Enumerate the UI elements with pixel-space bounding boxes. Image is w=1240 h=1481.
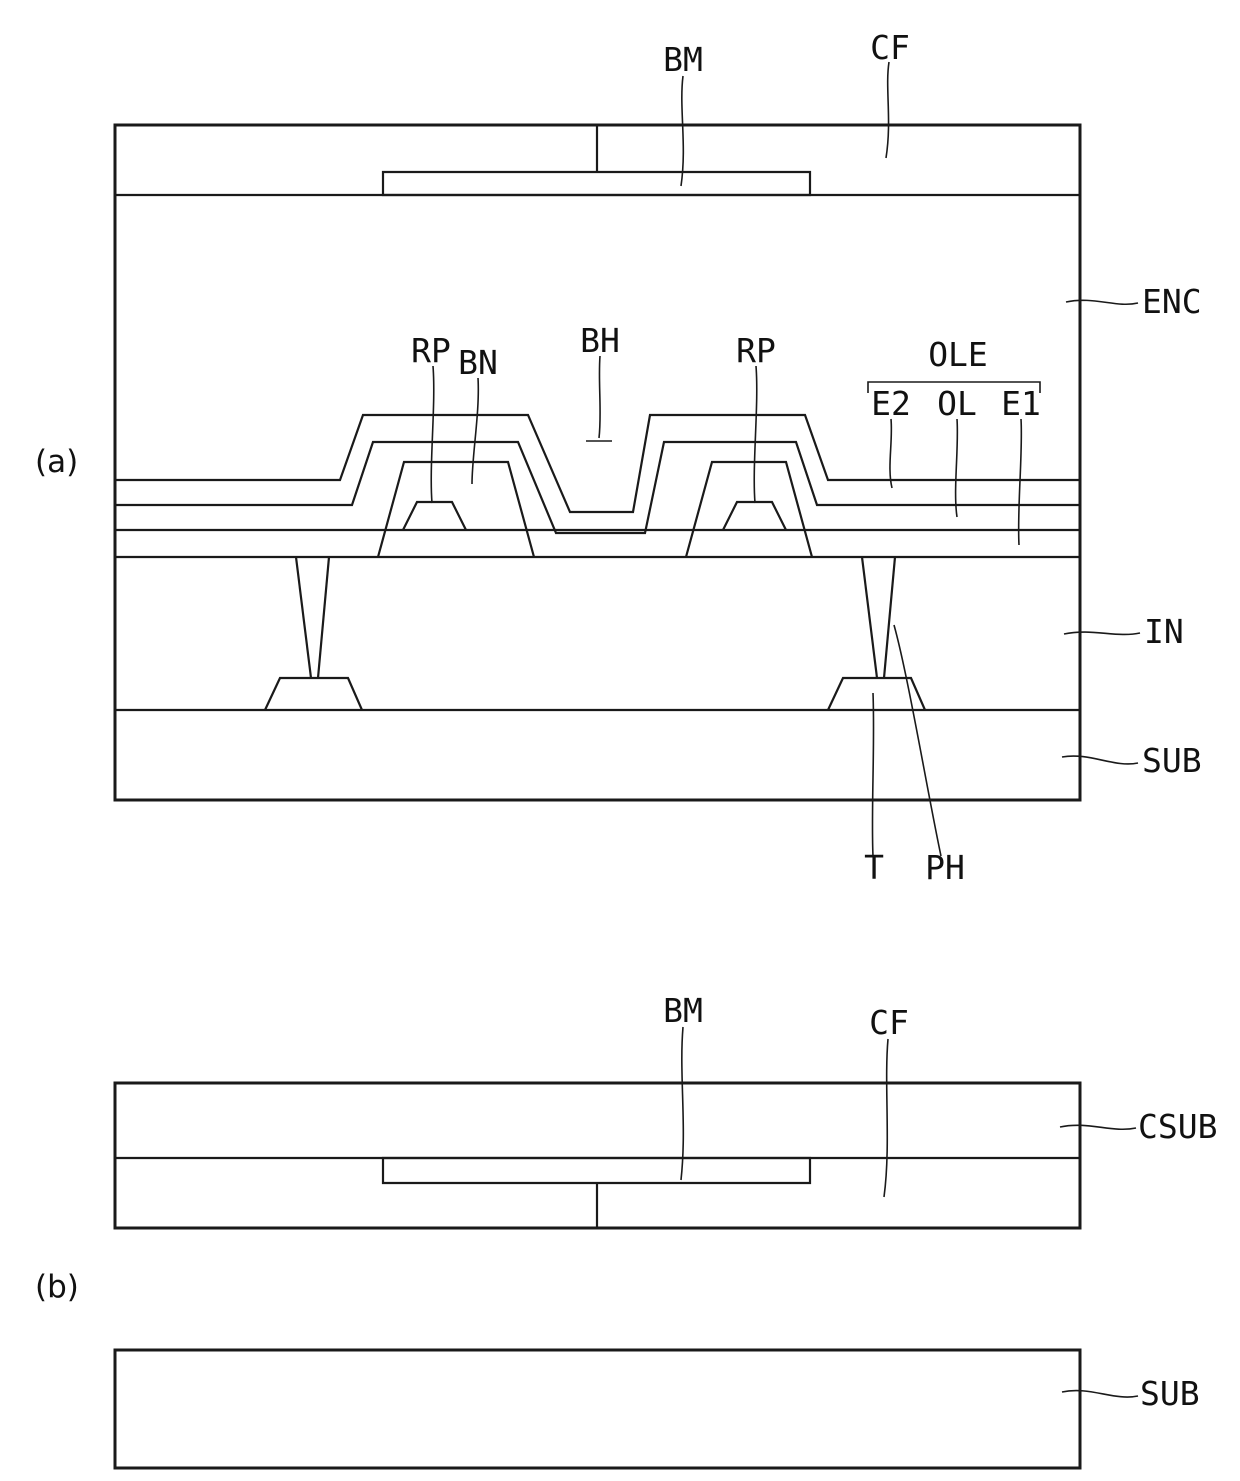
label-rp-left: RP (411, 331, 451, 370)
label-sub-a: SUB (1142, 741, 1202, 780)
rp-left-leader (430, 365, 435, 504)
label-rp-right: RP (736, 331, 776, 370)
rp-right-trapezoid (722, 500, 787, 531)
figure-a: (a) BM CF ENC RP BN BH RP OLE E2 OL E1 I… (35, 28, 1202, 887)
label-ole: OLE (928, 335, 988, 374)
contact-pad-left (264, 676, 364, 711)
label-in: IN (1144, 612, 1184, 651)
enc-leader (1065, 299, 1139, 305)
rp-right-leader (753, 365, 758, 504)
in-leader (1063, 631, 1141, 636)
label-cf-a: CF (870, 28, 910, 67)
sub-b-outline (113, 1348, 1082, 1470)
label-ph: PH (925, 848, 965, 887)
e2-leader (889, 418, 893, 489)
sub-b-leader (1061, 1389, 1139, 1398)
csub-outline (113, 1081, 1082, 1230)
t-leader (871, 692, 875, 857)
via-left-wall-left (294, 556, 313, 679)
label-e2: E2 (871, 384, 911, 423)
bank-right-trapezoid (684, 460, 814, 558)
via-left-wall-right (316, 556, 331, 679)
cf-b-leader (883, 1038, 889, 1198)
black-matrix-bar (381, 170, 812, 197)
figure-a-tag: (a) (35, 444, 78, 480)
label-ol: OL (937, 384, 977, 423)
ph-leader (893, 624, 942, 857)
label-csub: CSUB (1138, 1107, 1217, 1146)
sub-a-leader (1061, 755, 1139, 765)
label-bn: BN (458, 343, 498, 382)
bn-leader (471, 377, 480, 485)
ol-leader (954, 418, 959, 518)
label-sub-b: SUB (1140, 1374, 1200, 1413)
bm-b-leader (680, 1026, 685, 1181)
bh-leader (598, 355, 601, 439)
via-right-wall-right (882, 556, 897, 679)
bm-leader (680, 75, 685, 187)
cf-leader (885, 61, 890, 159)
label-bm-b: BM (663, 991, 703, 1030)
figure-b: BM CF CSUB (b) SUB (35, 991, 1217, 1470)
rp-left-trapezoid (402, 500, 467, 531)
label-t: T (864, 848, 884, 887)
black-matrix-bar-b (381, 1156, 812, 1185)
label-bm-a: BM (663, 40, 703, 79)
label-e1: E1 (1001, 384, 1041, 423)
label-bh: BH (580, 321, 620, 360)
e2-cathode-layer-line (115, 413, 1080, 514)
contact-pad-right (827, 676, 927, 711)
label-cf-b: CF (869, 1003, 909, 1042)
ol-organic-layer-line (115, 440, 1080, 535)
csub-leader (1059, 1124, 1137, 1130)
bank-left-trapezoid (376, 460, 536, 558)
ole-bracket (867, 381, 1041, 393)
via-right-wall-left (860, 556, 879, 679)
panel-a-outline (113, 123, 1082, 802)
e1-leader (1017, 418, 1023, 546)
figure-b-tag: (b) (35, 1269, 79, 1305)
label-enc: ENC (1142, 282, 1202, 321)
